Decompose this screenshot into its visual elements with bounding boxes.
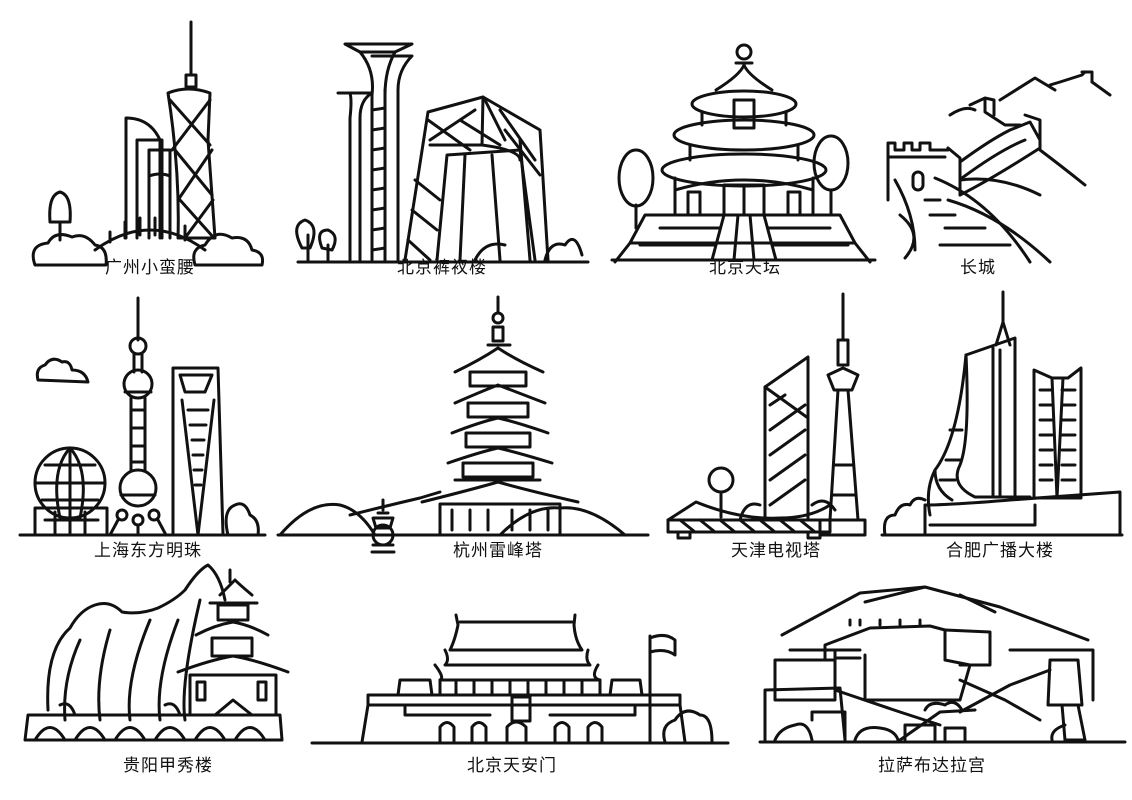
great-wall-drawing	[886, 70, 1112, 264]
hefei-broadcast-drawing	[880, 290, 1124, 537]
temple-of-heaven-drawing	[610, 43, 877, 264]
leifeng-pagoda-drawing	[276, 295, 650, 554]
landmark-label-hefei-broadcast: 合肥广播大楼	[946, 541, 1054, 561]
landmark-label-great-wall: 长城	[960, 258, 996, 278]
potala-palace-drawing	[758, 585, 1127, 744]
landmark-label-temple-of-heaven: 北京天坛	[709, 258, 781, 278]
jiaxiu-tower-drawing	[23, 563, 290, 742]
landmark-label-potala-palace: 拉萨布达拉宫	[878, 756, 986, 776]
landmark-label-leifeng-pagoda: 杭州雷峰塔	[453, 541, 543, 561]
landmark-label-jiaxiu-tower: 贵阳甲秀楼	[123, 756, 213, 776]
landmark-label-oriental-pearl: 上海东方明珠	[94, 541, 202, 561]
landmark-label-guangzhou-tower: 广州小蛮腰	[105, 258, 195, 278]
landmark-label-beijing-cctv: 北京裤衩楼	[397, 258, 487, 278]
oriental-pearl-drawing	[18, 296, 267, 537]
guangzhou-tower-drawing	[31, 20, 264, 267]
tiananmen-drawing	[310, 613, 730, 745]
tianjin-tv-tower-drawing	[666, 292, 867, 540]
landmark-label-tiananmen: 北京天安门	[467, 756, 557, 776]
beijing-cctv-drawing	[295, 42, 590, 264]
landmark-label-tianjin-tv-tower: 天津电视塔	[731, 541, 821, 561]
